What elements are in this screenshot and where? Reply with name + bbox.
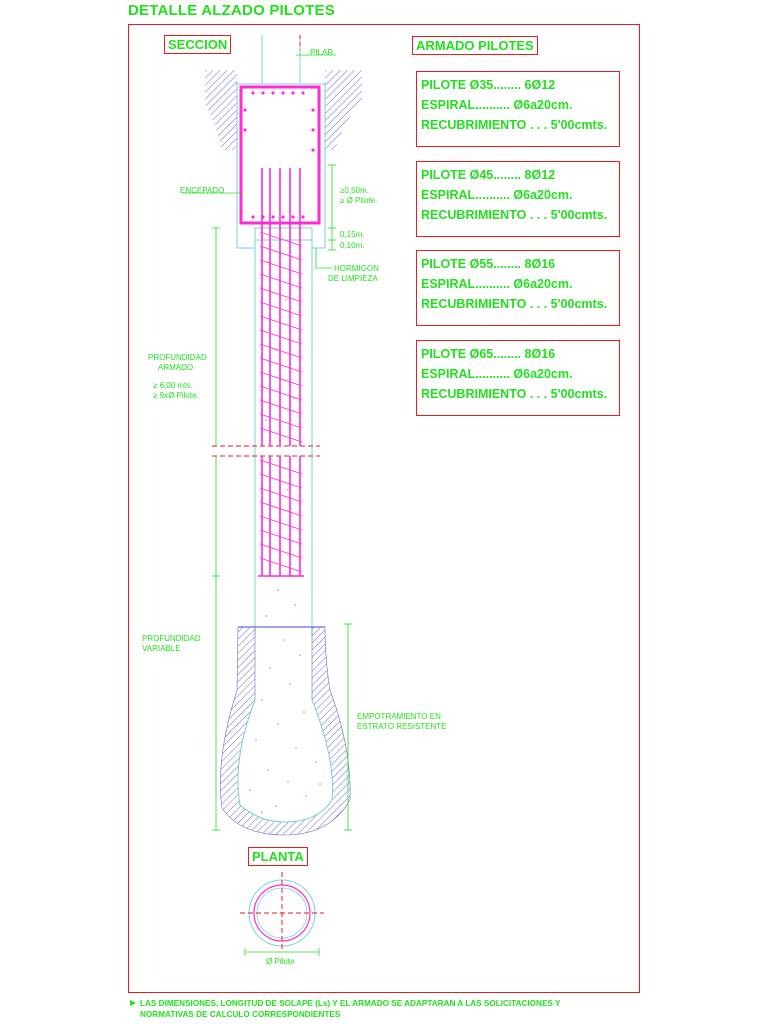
hormigon-leader	[315, 248, 332, 269]
label-dim-015: 0,15m.	[340, 230, 365, 239]
armado-pilotes-tag: ARMADO PILOTES	[412, 36, 538, 55]
soil-hatch-left	[205, 70, 237, 150]
label-prof-armado-1: PROFUNDIDAD	[148, 353, 207, 362]
spec-box-pilote-45: PILOTE Ø45........ 8Ø12 ESPIRAL.........…	[416, 161, 620, 237]
excavation-outline	[236, 82, 326, 249]
seccion-tag: SECCION	[164, 35, 232, 54]
note-bullet-icon	[130, 1000, 136, 1006]
label-prof-variable-1: PROFUNDIDAD	[142, 634, 201, 643]
label-prof-variable-2: VARIABLE	[142, 644, 181, 653]
label-dim-050: ≥0,50m.	[340, 186, 369, 195]
spec-box-pilote-35: PILOTE Ø35........ 6Ø12 ESPIRAL.........…	[416, 71, 620, 147]
drawing-frame	[128, 24, 640, 993]
spiral-reinforcement	[258, 231, 304, 577]
longitudinal-bars	[261, 168, 301, 576]
label-encepado: ENCEPADO	[180, 186, 225, 195]
label-prof-armado-2: ARMADO	[158, 363, 194, 372]
footer-note-line-2: NORMATIVAS DE CALCULO CORRESPONDIENTES	[140, 1010, 341, 1019]
spec-box-pilote-55: PILOTE Ø55........ 8Ø16 ESPIRAL.........…	[416, 250, 620, 326]
soil-hatch-right	[325, 70, 362, 150]
label-dim-010: 0,10m.	[340, 241, 365, 250]
label-prof-armado-4: ≥ 9xØ Pilote.	[153, 391, 199, 400]
footer-note-line-1: LAS DIMENSIONES, LONGITUD DE SOLAPE (Ls)…	[140, 999, 561, 1008]
spec-box-pilote-65: PILOTE Ø65........ 8Ø16 ESPIRAL.........…	[416, 340, 620, 416]
footer-note: LAS DIMENSIONES, LONGITUD DE SOLAPE (Ls)…	[130, 998, 630, 1020]
label-limpieza: DE LIMPIEZA	[328, 274, 378, 283]
planta-tag: PLANTA	[248, 847, 308, 866]
label-dim-050-b: ≥ Ø Pilote.	[340, 196, 378, 205]
label-pilar: PILAR	[310, 48, 334, 57]
cap-top-bars	[243, 91, 315, 219]
label-empotramiento-2: ESTRATO RESISTENTE	[357, 722, 447, 731]
label-prof-armado-3: ≥ 6,00 mts.	[153, 381, 193, 390]
label-hormigon: HORMIGON	[334, 264, 379, 273]
label-empotramiento-1: EMPOTRAMIENTO EN	[357, 712, 441, 721]
label-diam-pilote: Ø Pilote	[266, 957, 295, 966]
bulb-outline	[237, 699, 334, 823]
concrete-speckle	[249, 261, 321, 813]
drawing-title: DETALLE ALZADO PILOTES	[128, 2, 335, 19]
